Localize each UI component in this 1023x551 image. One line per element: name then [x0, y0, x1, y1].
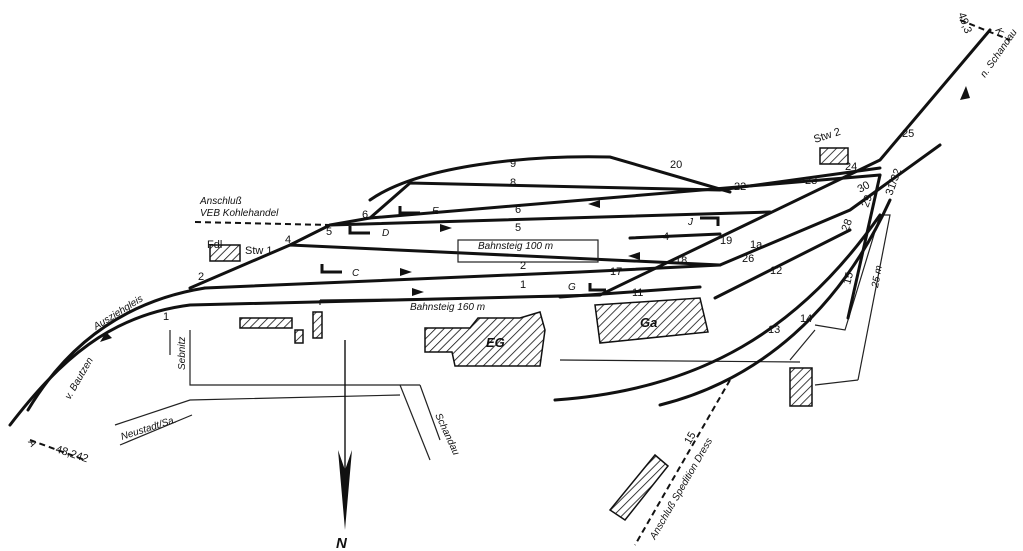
track-number: 12 [770, 265, 782, 277]
switch-number: 24 [845, 161, 857, 173]
sebnitz-label: Sebnitz [177, 337, 188, 370]
km-left-label: 48,242 [54, 443, 90, 465]
anschluss-spedition-label: Anschluß Spedition Dress [648, 436, 716, 542]
track-number-labels: 9 8 6 5 4 2 1 1a 11 12 13 14 15 15 [510, 158, 856, 447]
schandau-road-label: Schandau [432, 412, 461, 458]
track-number: 8 [510, 177, 516, 189]
platform-100 [457, 239, 599, 263]
direction-arrows [100, 86, 970, 342]
switch-number: 20 [670, 159, 682, 171]
switch-number: 17 [610, 266, 622, 278]
signal-label: A [25, 437, 39, 449]
track-number: 1 [520, 279, 526, 291]
switch-number: 29 [860, 193, 875, 209]
buildings [209, 147, 849, 522]
stw2-label: Stw 2 [812, 126, 842, 146]
switch-number: 4 [285, 234, 291, 246]
platform-100-label: Bahnsteig 100 m [478, 241, 553, 252]
anschluss-kohle-label: VEB Kohlehandel [200, 208, 279, 219]
track-number: 9 [510, 158, 516, 170]
switch-number: 2 [198, 271, 204, 283]
km-right-label: 49,3 [955, 11, 974, 35]
track-number: 4 [663, 231, 669, 243]
track-1a [578, 143, 942, 274]
building-stw1 [209, 244, 241, 262]
switch-number-labels: 1 2 4 5 6 17 18 19 20 22 23 24 25 26 28 … [163, 128, 914, 323]
stw1-label: Stw 1 [245, 245, 273, 257]
north-arrow: N [336, 340, 352, 551]
track-number: 15 [682, 430, 699, 447]
switch-number: 5 [326, 226, 332, 238]
track-13 [553, 213, 882, 402]
switch-number: 30 [856, 179, 873, 196]
track-8 [368, 166, 882, 220]
switch-number: 23 [805, 175, 817, 187]
spedition-siding [634, 379, 731, 546]
signal-label: D [382, 228, 389, 239]
signal-label: G [568, 282, 576, 293]
switch-number: 25 [902, 128, 914, 140]
switch-number: 22 [734, 181, 746, 193]
platform-160-label: Bahnsteig 160 m [410, 302, 485, 313]
switch-number: 31/32 [884, 167, 905, 197]
signal-label: E [432, 206, 439, 217]
building-eg [424, 311, 546, 367]
track-14 [658, 198, 892, 407]
length-25-label: 25 m [870, 265, 885, 290]
track-number: 15 [841, 271, 856, 286]
track-number: 2 [520, 260, 526, 272]
switch-number: 28 [840, 217, 855, 233]
ausziehgleis-track [26, 286, 207, 412]
track-number: 11 [632, 287, 643, 299]
switch-number: 18 [675, 255, 687, 267]
track-11 [558, 285, 702, 299]
kohle-siding [194, 221, 331, 226]
track-number: 1a [750, 239, 763, 251]
track-9 [368, 155, 732, 202]
track-number: 5 [515, 222, 521, 234]
track-15 [846, 173, 882, 320]
building-stw2 [819, 147, 849, 165]
building-ga [594, 297, 709, 344]
eg-label: EG [486, 335, 505, 350]
track-number: 14 [800, 313, 812, 325]
switch-number: 26 [742, 253, 754, 265]
signal-label: C [352, 268, 360, 279]
signal-label: J [687, 217, 694, 228]
fdl-label: Fdl [207, 239, 222, 251]
switch-number: 6 [362, 209, 368, 221]
signals: C D E G J K A [25, 26, 1006, 450]
track-4 [628, 232, 722, 240]
track-number: 6 [515, 204, 521, 216]
switch-number: 19 [720, 235, 732, 247]
ga-label: Ga [640, 315, 657, 330]
track-12 [713, 228, 852, 300]
track-number: 13 [768, 324, 780, 336]
switch-number: 1 [163, 311, 169, 323]
neustadt-label: Neustadt/Sa. [120, 415, 178, 443]
anschluss-kohle-label: Anschluß [199, 196, 242, 207]
north-label: N [336, 535, 348, 551]
